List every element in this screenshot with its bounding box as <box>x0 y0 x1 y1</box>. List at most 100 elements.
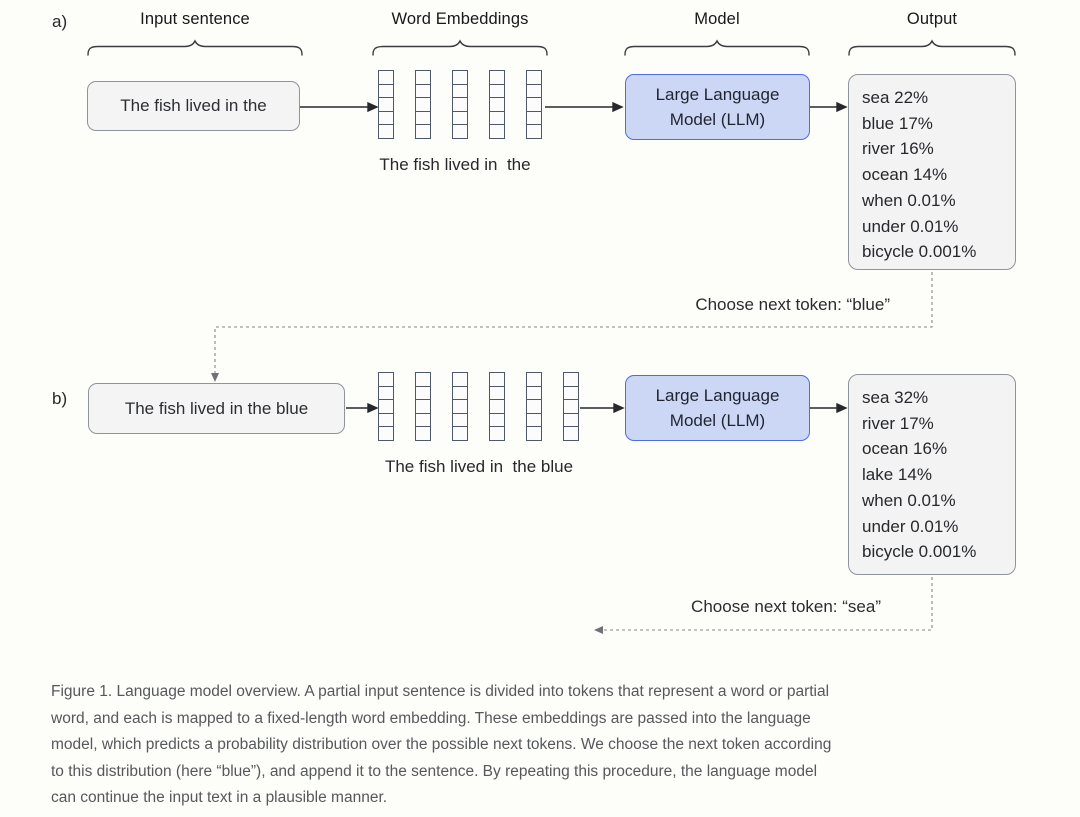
input-sentence-text-a: The fish lived in the <box>120 96 267 115</box>
figure-caption-line: to this distribution (here “blue”), and … <box>51 762 818 780</box>
output-probability-line: ocean 16% <box>862 439 948 459</box>
panel-label-b: b) <box>52 389 68 408</box>
embedding-cell <box>452 124 468 139</box>
embedding-cell <box>415 412 431 428</box>
embedding-cell <box>378 426 394 441</box>
column-header-model: Model <box>694 10 740 28</box>
embedding-cell <box>526 412 542 428</box>
arrow-model-to-output-a <box>810 101 848 113</box>
figure-caption-line: Figure 1. Language model overview. A par… <box>51 683 830 700</box>
column-header-output: Output <box>906 10 958 28</box>
output-distribution-b: sea 32% river 17% ocean 16% lake 14% when 0.… <box>862 385 976 565</box>
figure-caption-line: model, which predicts a probability dist… <box>51 736 832 754</box>
figure-caption-line: can continue the input text in a plausib… <box>51 789 388 807</box>
embedding-cell <box>452 372 468 387</box>
embedding-cell <box>378 97 394 112</box>
column-header-input-sentence: Input sentence <box>140 10 250 28</box>
embedding-cell <box>452 399 468 414</box>
embedding-vector-column <box>489 70 505 139</box>
output-probability-line: sea 32% <box>862 388 929 407</box>
arrow-embeddings-to-model-b <box>580 402 625 414</box>
embedding-cell <box>489 412 505 428</box>
output-probability-line: when 0.01% <box>862 490 956 510</box>
embedding-cell <box>489 70 505 85</box>
output-probability-line: sea 22% <box>862 88 929 107</box>
input-sentence-box-b: The fish lived in the blue <box>88 383 345 434</box>
dashed-connector-output-a-to-input-b <box>211 272 933 382</box>
llm-label-b: Large Language Model (LLM) <box>655 386 780 430</box>
output-probability-line: bicycle 0.001% <box>862 242 977 262</box>
column-header-word-embeddings: Word Embeddings <box>391 10 529 28</box>
embedding-cell <box>563 399 579 414</box>
input-sentence-box-a: The fish lived in the <box>87 81 300 131</box>
brace-input-sentence <box>87 39 303 56</box>
embedding-cell <box>526 372 542 387</box>
brace-model <box>624 39 810 56</box>
embedding-cell <box>415 372 431 387</box>
output-probability-line: river 16% <box>862 139 934 159</box>
embedding-vector-column <box>415 70 431 139</box>
embedding-cell <box>526 110 542 126</box>
embedding-cell <box>452 97 468 112</box>
embedding-cell <box>378 399 394 414</box>
embedding-cell <box>526 124 542 139</box>
embedding-cell <box>378 372 394 387</box>
embedding-vector-column <box>563 372 579 441</box>
brace-output <box>848 39 1016 56</box>
output-probability-line: bicycle 0.001% <box>862 542 977 562</box>
embedding-vector-column <box>526 372 542 441</box>
embedding-cell <box>563 372 579 387</box>
embedding-cell <box>489 124 505 139</box>
embedding-cell <box>489 426 505 441</box>
brace-word-embeddings <box>372 39 548 56</box>
embedding-cell <box>489 83 505 99</box>
output-probability-line: lake 14% <box>862 465 932 485</box>
arrow-model-to-output-b <box>810 402 848 414</box>
figure-caption: Figure 1. Language model overview. A par… <box>51 679 1016 812</box>
embedding-cell <box>489 97 505 112</box>
embedding-cell <box>378 110 394 126</box>
llm-label-a: Large Language Model (LLM) <box>655 85 780 129</box>
embedding-vector-column <box>489 372 505 441</box>
token-caption-b: The fish lived in the blue <box>384 457 574 476</box>
figure-caption-line: word, and each is mapped to a fixed-leng… <box>51 709 811 727</box>
embedding-cell <box>452 385 468 401</box>
embedding-cell <box>452 426 468 441</box>
embedding-cell <box>489 399 505 414</box>
embedding-cell <box>415 426 431 441</box>
panel-label-a: a) <box>52 12 68 31</box>
embedding-cell <box>415 97 431 112</box>
embedding-vector-column <box>415 372 431 441</box>
embedding-cell <box>526 97 542 112</box>
output-probability-line: river 17% <box>862 413 934 433</box>
output-probability-line: under 0.01% <box>862 216 959 236</box>
embedding-cell <box>415 124 431 139</box>
embedding-cell <box>563 412 579 428</box>
output-probability-line: under 0.01% <box>862 516 959 536</box>
embedding-cell <box>489 110 505 126</box>
embedding-vector-column <box>378 372 394 441</box>
embedding-cell <box>489 372 505 387</box>
embedding-vector-column <box>452 372 468 441</box>
embedding-cell <box>378 70 394 85</box>
embedding-vector-column <box>452 70 468 139</box>
llm-box-b: Large Language Model (LLM) <box>625 375 810 441</box>
embedding-cell <box>489 385 505 401</box>
arrow-embeddings-to-model-a <box>545 101 624 113</box>
embedding-cell <box>378 412 394 428</box>
embedding-cell <box>415 110 431 126</box>
output-box-a: sea 22%blue 17%river 16%ocean 14%when 0.… <box>848 74 1016 270</box>
embedding-cell <box>526 385 542 401</box>
embedding-vector-column <box>526 70 542 139</box>
word-embedding-columns-b <box>378 372 579 441</box>
output-probability-line: ocean 14% <box>862 165 948 185</box>
embedding-cell <box>563 385 579 401</box>
token-caption-a: The fish lived in the <box>379 155 531 174</box>
llm-box-a: Large Language Model (LLM) <box>625 74 810 140</box>
output-probability-line: blue 17% <box>862 113 933 133</box>
embedding-cell <box>452 70 468 85</box>
embedding-cell <box>563 426 579 441</box>
embedding-cell <box>415 399 431 414</box>
choose-next-token-text-a: Choose next token: “blue” <box>695 295 890 314</box>
